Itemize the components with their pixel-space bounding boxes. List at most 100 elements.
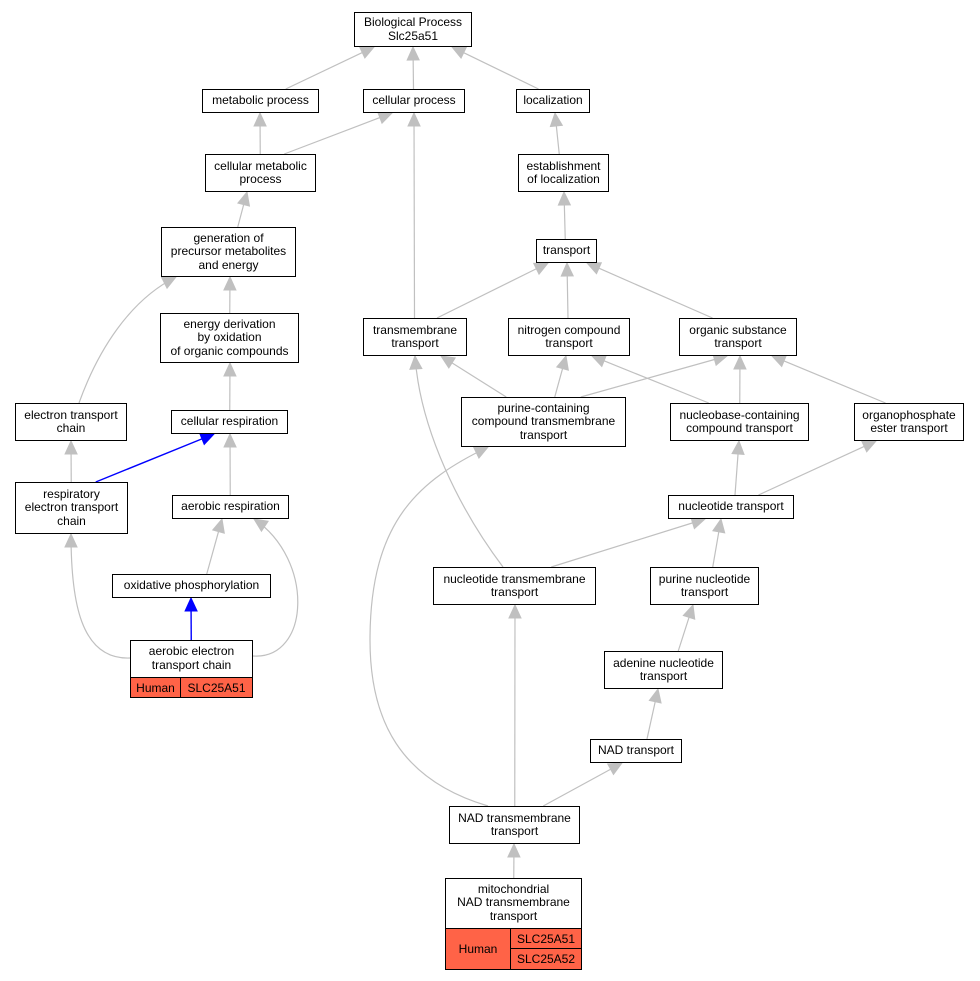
edge-respiratory-etc-to-cellular-respiration-arrowhead [198,432,216,446]
edge-establishment-of-localization-to-localization [555,125,560,155]
node-transmembrane-transport[interactable]: transmembrane transport [363,318,467,356]
node-nad-transmembrane[interactable]: NAD transmembrane transport [449,806,580,844]
node-root[interactable]: Biological Process Slc25a51 [354,12,472,47]
node-cellular-metabolic-process[interactable]: cellular metabolic process [205,154,316,192]
edge-oxidative-phosphorylation-to-aerobic-respiration-arrowhead [211,517,225,534]
edge-cellular-metabolic-process-to-cellular-process [284,117,381,155]
node-nucleotide-transmembrane[interactable]: nucleotide transmembrane transport [433,567,596,605]
node-label: localization [523,93,583,108]
edge-organic-substance-transport-to-transport-arrowhead [585,262,603,275]
edge-generation-of-precursor-to-cellular-metabolic-process [237,204,245,228]
edge-aerobic-etc-to-aerobic-respiration [252,518,299,657]
node-label: purine nucleotide transport [658,571,751,599]
edge-nucleotide-transport-to-organophosphate-arrowhead [860,440,878,453]
node-label: purine-containing compound transmembrane… [471,400,616,442]
edge-respiratory-etc-to-electron-transport-chain-arrowhead [64,439,78,455]
node-label: metabolic process [212,93,309,108]
node-energy-derivation[interactable]: energy derivation by oxidation of organi… [160,313,299,363]
edge-nucleobase-containing-to-nitrogen-compound-transport-arrowhead [590,354,608,368]
edge-nucleotide-transmembrane-to-transmembrane-transport-arrowhead [409,354,423,370]
species-tag: Human [445,928,511,970]
node-nitrogen-compound-transport[interactable]: nitrogen compound transport [508,318,630,356]
edge-nad-transmembrane-to-purine-containing-arrowhead [472,446,490,459]
node-cellular-respiration[interactable]: cellular respiration [171,410,288,434]
edge-transmembrane-transport-to-cellular-process-arrowhead [407,111,421,127]
edge-transmembrane-transport-to-transport-arrowhead [532,262,550,276]
node-organophosphate[interactable]: organophosphate ester transport [854,403,964,441]
edge-nad-transmembrane-to-nad-transport [542,768,611,807]
edge-respiratory-etc-to-cellular-respiration [95,438,203,483]
edge-nad-transmembrane-to-nucleotide-transmembrane-arrowhead [508,603,522,619]
node-organic-substance-transport[interactable]: organic substance transport [679,318,797,356]
node-label: nitrogen compound transport [517,322,621,350]
edge-electron-transport-chain-to-generation-of-precursor-arrowhead [160,276,178,290]
node-label: electron transport chain [24,407,118,435]
node-cellular-process[interactable]: cellular process [363,89,465,113]
node-generation-of-precursor[interactable]: generation of precursor metabolites and … [161,227,296,277]
edge-purine-containing-to-nitrogen-compound-transport-arrowhead [555,354,569,371]
node-nucleotide-transport[interactable]: nucleotide transport [668,495,794,519]
node-label: aerobic respiration [181,499,280,514]
node-label: NAD transport [597,743,675,758]
node-nucleobase-containing[interactable]: nucleobase-containing compound transport [670,403,809,441]
node-nad-transport[interactable]: NAD transport [590,739,682,763]
gene-tag[interactable]: SLC25A52 [510,948,582,970]
node-label: energy derivation by oxidation of organi… [170,316,289,358]
node-label: nucleotide transmembrane transport [443,571,586,599]
edge-purine-nucleotide-transport-to-nucleotide-transport [712,531,720,568]
node-label: Biological Process Slc25a51 [363,15,463,43]
edge-aerobic-respiration-to-cellular-respiration-arrowhead [223,432,237,448]
edge-transmembrane-transport-to-transport [436,268,537,319]
edge-nucleotide-transmembrane-to-nucleotide-transport [551,522,693,568]
node-label: respiratory electron transport chain [24,486,119,528]
gene-tag[interactable]: SLC25A51 [510,928,582,949]
node-label: NAD transmembrane transport [458,810,571,838]
edge-nad-transport-to-adenine-nucleotide-transport-arrowhead [648,687,662,704]
edge-electron-transport-chain-to-generation-of-precursor [78,276,177,404]
edge-cellular-respiration-to-energy-derivation-arrowhead [223,361,237,377]
node-electron-transport-chain[interactable]: electron transport chain [15,403,127,441]
node-localization[interactable]: localization [516,89,590,113]
node-transport[interactable]: transport [536,239,597,263]
edge-organophosphate-to-organic-substance-transport [783,360,886,404]
node-label: cellular process [372,93,456,108]
edge-nitrogen-compound-transport-to-transport-arrowhead [560,261,575,277]
edge-nucleotide-transport-to-nucleobase-containing-arrowhead [731,439,745,455]
node-label: generation of precursor metabolites and … [170,230,287,272]
node-establishment-of-localization[interactable]: establishment of localization [518,154,609,192]
edge-aerobic-etc-to-respiratory-etc-arrowhead [64,532,78,548]
edge-establishment-of-localization-to-localization-arrowhead [549,111,564,128]
node-purine-containing[interactable]: purine-containing compound transmembrane… [461,397,626,447]
node-aerobic-respiration[interactable]: aerobic respiration [172,495,289,519]
edge-nucleotide-transport-to-nucleobase-containing [734,453,739,496]
edge-generation-of-precursor-to-cellular-metabolic-process-arrowhead [236,190,251,207]
node-label: establishment of localization [526,158,601,186]
edge-localization-to-root [463,52,539,90]
gene-tag[interactable]: SLC25A51 [180,677,253,698]
edge-nucleobase-containing-to-nitrogen-compound-transport [603,360,709,404]
edge-energy-derivation-to-generation-of-precursor-arrowhead [223,275,237,291]
node-label: oxidative phosphorylation [123,578,260,593]
edge-transport-to-establishment-of-localization [563,204,566,240]
edge-localization-to-root-arrowhead [450,46,468,59]
node-label: adenine nucleotide transport [613,655,714,683]
node-respiratory-etc[interactable]: respiratory electron transport chain [15,482,128,534]
edge-nad-transmembrane-to-purine-containing [369,446,489,807]
node-purine-nucleotide-transport[interactable]: purine nucleotide transport [650,567,759,605]
node-metabolic-process[interactable]: metabolic process [202,89,319,113]
node-oxidative-phosphorylation[interactable]: oxidative phosphorylation [112,574,271,598]
node-label: organic substance transport [689,322,787,350]
edge-purine-nucleotide-transport-to-nucleotide-transport-arrowhead [712,517,726,534]
edge-aerobic-etc-to-respiratory-etc [70,533,131,659]
edge-adenine-nucleotide-transport-to-purine-nucleotide-transport [677,617,690,652]
edge-aerobic-etc-to-oxidative-phosphorylation-arrowhead [184,596,198,612]
edge-purine-containing-to-organic-substance-transport [580,358,715,398]
edge-nucleotide-transmembrane-to-transmembrane-transport [414,355,504,568]
edge-organophosphate-to-organic-substance-transport-arrowhead [770,354,788,368]
edge-metabolic-process-to-root-arrowhead [358,46,376,59]
node-adenine-nucleotide-transport[interactable]: adenine nucleotide transport [604,651,723,689]
edge-transport-to-establishment-of-localization-arrowhead [557,190,572,206]
edge-nucleotide-transport-to-organophosphate [758,445,865,496]
edge-metabolic-process-to-root [285,52,363,90]
